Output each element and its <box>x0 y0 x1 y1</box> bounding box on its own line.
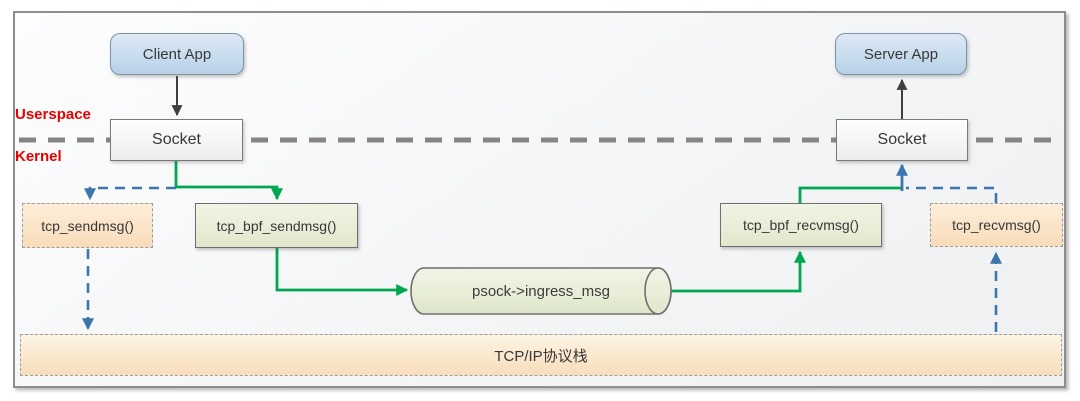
kernel-label: Kernel <box>15 148 62 165</box>
client-socket-node: Socket <box>110 119 243 161</box>
bpf-recvmsg-to-socket-line <box>798 186 901 203</box>
bpf-sendmsg-to-ingress-arrow <box>275 248 409 296</box>
ingress-msg-label: psock->ingress_msg <box>472 282 610 300</box>
socket-to-tcp-sendmsg-arrow <box>84 186 176 201</box>
server-socket-node: Socket <box>836 119 968 161</box>
tcp-bpf-recvmsg-node: tcp_bpf_recvmsg() <box>720 203 882 247</box>
tcpip-stack-node: TCP/IP协议栈 <box>20 334 1062 376</box>
tcp-recvmsg-to-socket-line <box>906 186 998 203</box>
tcp-sendmsg-node: tcp_sendmsg() <box>22 203 153 248</box>
socket-to-bpf-sendmsg-arrow <box>174 161 283 201</box>
cylinder-rim <box>644 267 672 315</box>
tcp-bpf-sendmsg-node: tcp_bpf_sendmsg() <box>195 203 358 248</box>
client-app-node: Client App <box>110 33 244 75</box>
userspace-label: Userspace <box>15 106 91 123</box>
server-app-node: Server App <box>835 33 967 75</box>
ingress-msg-cylinder <box>410 267 672 315</box>
ingress-to-bpf-recvmsg-arrow <box>669 250 806 293</box>
tcp-recvmsg-node: tcp_recvmsg() <box>930 203 1063 247</box>
